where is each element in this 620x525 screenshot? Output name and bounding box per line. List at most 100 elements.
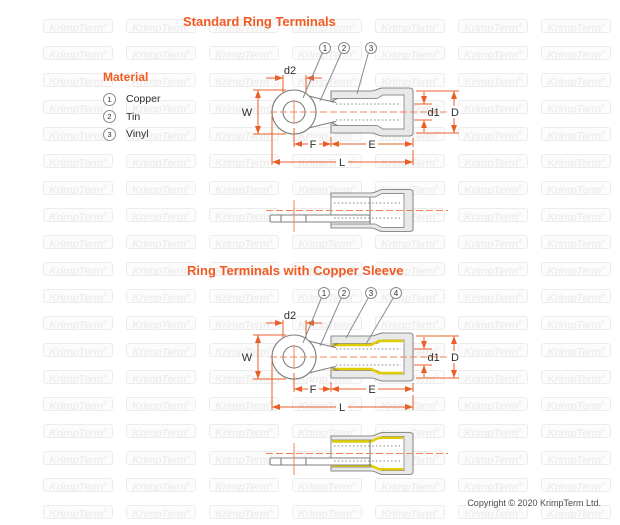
callout-2-circle <box>338 287 350 299</box>
watermark-logo: KrimpTerm® <box>541 73 611 87</box>
flat-tongue-blade <box>269 457 371 466</box>
sleeve-bore <box>332 94 405 130</box>
callout-2-number: 2 <box>342 289 347 298</box>
material-item-vinyl: 3 Vinyl <box>103 127 223 141</box>
bell-mouth <box>331 97 339 127</box>
dimension-W: W <box>242 334 286 380</box>
watermark-logo: KrimpTerm® <box>43 451 113 465</box>
section1-title: Standard Ring Terminals <box>183 14 336 29</box>
watermark-logo: KrimpTerm® <box>43 154 113 168</box>
watermark-logo: KrimpTerm® <box>126 73 196 87</box>
watermark-logo: KrimpTerm® <box>458 73 528 87</box>
watermark-logo: KrimpTerm® <box>458 316 528 330</box>
watermark-logo: KrimpTerm® <box>43 46 113 60</box>
watermark-logo: KrimpTerm® <box>43 289 113 303</box>
watermark-logo: KrimpTerm® <box>43 262 113 276</box>
dimension-D: D <box>416 90 460 134</box>
dim-label-d1: d1 <box>428 352 440 364</box>
material-number-3: 3 <box>103 127 116 141</box>
dim-label-F: F <box>310 139 317 151</box>
watermark-logo: KrimpTerm® <box>541 289 611 303</box>
watermark-logo: KrimpTerm® <box>541 343 611 357</box>
watermark-logo: KrimpTerm® <box>43 73 113 87</box>
watermark-logo: KrimpTerm® <box>209 370 279 384</box>
watermark-logo: KrimpTerm® <box>458 46 528 60</box>
watermark-logo: KrimpTerm® <box>541 505 611 519</box>
watermark-logo: KrimpTerm® <box>126 100 196 114</box>
callout-2-circle <box>338 42 350 54</box>
bell-mouth <box>331 342 339 372</box>
watermark-logo: KrimpTerm® <box>209 424 279 438</box>
watermark-logo: KrimpTerm® <box>541 181 611 195</box>
watermark-logo: KrimpTerm® <box>126 19 196 33</box>
watermark-logo: KrimpTerm® <box>541 46 611 60</box>
watermark-logo: KrimpTerm® <box>209 181 279 195</box>
watermark-logo: KrimpTerm® <box>126 208 196 222</box>
watermark-logo: KrimpTerm® <box>126 154 196 168</box>
copper-sleeve-bottom <box>332 367 403 375</box>
watermark-logo: KrimpTerm® <box>375 262 445 276</box>
watermark-logo: KrimpTerm® <box>209 46 279 60</box>
callout-3-circle <box>365 287 377 299</box>
watermark-logo: KrimpTerm® <box>292 424 362 438</box>
section2-title: Ring Terminals with Copper Sleeve <box>187 263 404 278</box>
watermark-logo: KrimpTerm® <box>43 505 113 519</box>
dim-label-W: W <box>242 352 253 364</box>
dimension-L: L <box>271 361 414 414</box>
material-legend: Material 1 Copper 2 Tin 3 Vinyl <box>103 70 223 146</box>
watermark-logo: KrimpTerm® <box>458 154 528 168</box>
watermark-logo: KrimpTerm® <box>126 370 196 384</box>
diagram2-plan-view: d2 W F E <box>242 287 460 414</box>
dim-label-F: F <box>310 384 317 396</box>
watermark-logo: KrimpTerm® <box>209 262 279 276</box>
material-heading: Material <box>103 70 149 84</box>
watermark-logo: KrimpTerm® <box>126 424 196 438</box>
dimension-d2: d2 <box>266 65 322 93</box>
watermark-logo: KrimpTerm® <box>292 19 362 33</box>
watermark-logo: KrimpTerm® <box>541 397 611 411</box>
callout-1-circle <box>319 42 331 54</box>
watermark-logo: KrimpTerm® <box>292 505 362 519</box>
watermark-logo: KrimpTerm® <box>458 289 528 303</box>
watermark-logo: KrimpTerm® <box>209 235 279 249</box>
callout-3-number: 3 <box>369 289 374 298</box>
material-label-vinyl: Vinyl <box>126 128 149 140</box>
dimension-L: L <box>271 116 414 169</box>
dim-label-D: D <box>451 107 459 119</box>
watermark-logo: KrimpTerm® <box>375 19 445 33</box>
callout-4-number: 4 <box>394 289 399 298</box>
watermark-logo: KrimpTerm® <box>292 181 362 195</box>
watermark-logo: KrimpTerm® <box>375 46 445 60</box>
material-number-2: 2 <box>103 110 116 123</box>
watermark-logo: KrimpTerm® <box>126 397 196 411</box>
watermark-logo: KrimpTerm® <box>43 100 113 114</box>
watermark-logo: KrimpTerm® <box>541 127 611 141</box>
material-item-copper: 1 Copper <box>103 92 223 106</box>
watermark-logo: KrimpTerm® <box>375 478 445 492</box>
dimension-d1: d1 <box>414 92 440 132</box>
watermark-logo: KrimpTerm® <box>375 235 445 249</box>
watermark-logo: KrimpTerm® <box>292 262 362 276</box>
watermark-logo: KrimpTerm® <box>292 235 362 249</box>
dim-label-d2: d2 <box>284 65 296 77</box>
watermark-logo: KrimpTerm® <box>458 343 528 357</box>
dim-label-L: L <box>339 157 345 169</box>
dim-label-d1: d1 <box>428 107 440 119</box>
watermark-logo: KrimpTerm® <box>458 451 528 465</box>
watermark-logo: KrimpTerm® <box>126 181 196 195</box>
watermark-logo: KrimpTerm® <box>541 262 611 276</box>
watermark-logo: KrimpTerm® <box>458 424 528 438</box>
watermark-logo: KrimpTerm® <box>541 478 611 492</box>
tongue-bottom-edge <box>308 365 337 374</box>
dim-label-L: L <box>339 402 345 414</box>
material-label-tin: Tin <box>126 110 141 123</box>
tongue-top-edge <box>308 340 337 349</box>
dimension-d2: d2 <box>266 310 322 338</box>
watermark-logo: KrimpTerm® <box>43 370 113 384</box>
watermark-logo: KrimpTerm® <box>458 370 528 384</box>
watermark-logo: KrimpTerm® <box>541 370 611 384</box>
watermark-logo: KrimpTerm® <box>458 181 528 195</box>
watermark-logo: KrimpTerm® <box>126 235 196 249</box>
